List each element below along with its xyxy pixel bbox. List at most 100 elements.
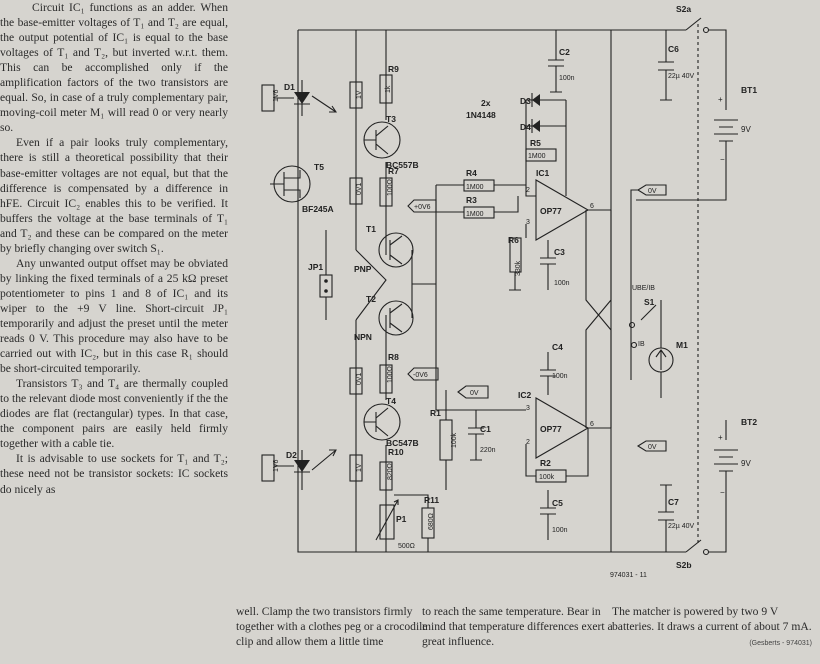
t4-type: BC547B <box>386 438 419 448</box>
r1-value: 100k <box>451 432 458 448</box>
article-column-1: Circuit IC₁ functions as an adder. When … <box>0 0 232 610</box>
ic2-label: IC2 <box>518 390 532 400</box>
r8-value: 100Ω <box>387 366 394 383</box>
circuit-schematic: + − BT1 9V + − BT2 9V S2a S2b C6 22µ 40V… <box>261 4 757 579</box>
p1-pot-icon <box>379 504 395 540</box>
d2-label: D2 <box>286 450 297 460</box>
paragraph-1: Circuit IC₁ functions as an adder. When … <box>0 1 228 135</box>
svg-text:0V: 0V <box>648 188 657 195</box>
s1-label: S1 <box>644 297 655 307</box>
c7-label: C7 <box>668 497 679 507</box>
d3-diode-icon <box>532 94 540 106</box>
bt2-label: BT2 <box>741 417 757 427</box>
r4-value: 1M00 <box>466 184 484 191</box>
t5-type: BF245A <box>302 204 334 214</box>
ic1-type: OP77 <box>540 206 562 216</box>
d1-label: D1 <box>284 82 295 92</box>
t1-transistor-icon <box>378 232 414 268</box>
r10-label: R10 <box>388 447 404 457</box>
c3-value: 100n <box>554 280 570 287</box>
v1c-label: 0V1 <box>356 182 363 195</box>
ic1-opamp-icon <box>535 179 590 241</box>
r5-value: 1M00 <box>528 153 546 160</box>
ic2-opamp-icon <box>535 397 590 459</box>
svg-text:3: 3 <box>526 219 530 226</box>
c4-label: C4 <box>552 342 563 352</box>
p1-label: P1 <box>396 514 407 524</box>
svg-text:0V: 0V <box>648 444 657 451</box>
r11-value: 680Ω <box>428 513 435 530</box>
svg-text:+: + <box>718 433 723 442</box>
bt1-value: 9V <box>741 125 751 134</box>
m1-label: M1 <box>676 340 688 350</box>
t5-label: T5 <box>314 162 324 172</box>
svg-text:6: 6 <box>590 421 594 428</box>
ube-label: UBE/IB <box>632 285 655 292</box>
c2-label: C2 <box>559 47 570 57</box>
d3-label: D3 <box>520 96 531 106</box>
svg-text:3: 3 <box>526 405 530 412</box>
jp1-jumper-icon <box>319 274 333 298</box>
c6-label: C6 <box>668 44 679 54</box>
npn-label: NPN <box>354 332 372 342</box>
t2-transistor-icon <box>378 300 414 336</box>
figure-code: 974031 - 11 <box>610 572 647 579</box>
paragraph-3: Any unwanted output offset may be obviat… <box>0 256 228 376</box>
diodes-part: 1N4148 <box>466 110 496 120</box>
r11-label: R11 <box>424 495 439 505</box>
t3-type: BC557B <box>386 160 419 170</box>
r8-label: R8 <box>388 352 399 362</box>
r7-label: R7 <box>388 166 399 176</box>
bt2-value: 9V <box>741 459 751 468</box>
c2-value: 100n <box>559 75 575 82</box>
r4-label: R4 <box>466 168 477 178</box>
r10-value: 820Ω <box>387 463 394 480</box>
t1-label: T1 <box>366 224 376 234</box>
s2a-label: S2a <box>676 4 691 14</box>
s2b-label: S2b <box>676 560 692 570</box>
paragraph-2: Even if a pair looks truly complementary… <box>0 136 228 255</box>
r7-value: 100Ω <box>387 179 394 196</box>
p06-label: +0V6 <box>414 204 431 211</box>
c1-value: 220n <box>480 447 496 454</box>
t3-label: T3 <box>386 114 396 124</box>
c5-value: 100n <box>552 527 568 534</box>
p1-value: 500Ω <box>398 543 415 550</box>
svg-text:+: + <box>718 95 723 104</box>
m06-label: -0V6 <box>413 372 428 379</box>
paragraph-4: Transistors T₃ and T₄ are thermally coup… <box>0 377 228 451</box>
r3-value: 1M00 <box>466 211 484 218</box>
r5-label: R5 <box>530 138 541 148</box>
credit-line: (Gesberts - 974031) <box>749 640 812 647</box>
c3-label: C3 <box>554 247 565 257</box>
ib-label: IB <box>638 341 645 348</box>
pnp-label: PNP <box>354 264 372 274</box>
svg-text:−: − <box>720 488 725 497</box>
r1-label: R1 <box>430 408 441 418</box>
c5-label: C5 <box>552 498 563 508</box>
r9-value: 1k <box>385 85 392 93</box>
c7-value: 22µ 40V <box>668 523 695 530</box>
svg-text:0V: 0V <box>470 390 479 397</box>
c1-label: C1 <box>480 424 491 434</box>
r9-label: R9 <box>388 64 399 74</box>
r2-label: R2 <box>540 458 551 468</box>
paragraph-5: It is advisable to use sockets for T₁ an… <box>0 452 228 496</box>
ic2-type: OP77 <box>540 424 562 434</box>
v1b-label: 1V <box>356 463 363 472</box>
diodes-type: 2x <box>481 98 491 108</box>
svg-text:6: 6 <box>590 203 594 210</box>
v1d-label: 0V1 <box>356 372 363 385</box>
svg-text:2: 2 <box>526 187 530 194</box>
c4-value: 100n <box>552 373 568 380</box>
r6-label: R6 <box>508 235 519 245</box>
jp1-label: JP1 <box>308 262 323 272</box>
r6-value: 330k <box>515 260 522 276</box>
d1-value: 1V6 <box>273 89 280 102</box>
article-column-2: well. Clamp the two transistors firmly t… <box>236 605 428 649</box>
r3-label: R3 <box>466 195 477 205</box>
svg-text:−: − <box>720 155 725 164</box>
bt1-label: BT1 <box>741 85 757 95</box>
c6-value: 22µ 40V <box>668 73 695 80</box>
r2-value: 100k <box>539 474 555 481</box>
